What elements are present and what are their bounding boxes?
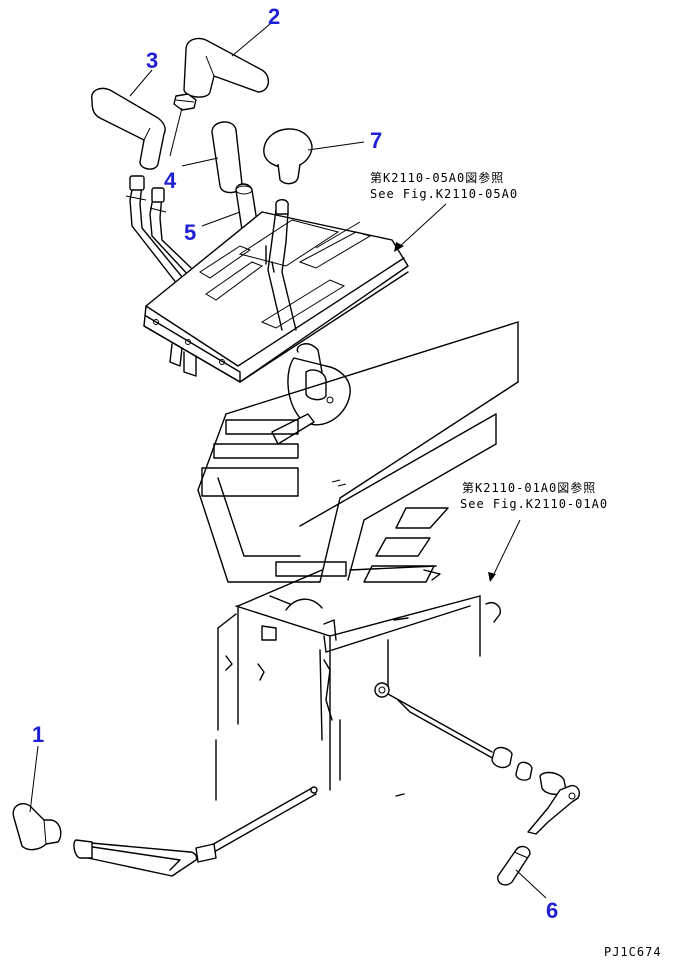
reference-notes: 第K2110-05A0図参照 See Fig.K2110-05A0 第K2110… — [370, 170, 608, 511]
callout-5[interactable]: 5 — [184, 220, 196, 245]
lower-frame — [215, 565, 501, 801]
reference-note-1-jp: 第K2110-05A0図参照 — [370, 170, 504, 185]
part-1-lever-knob[interactable] — [12, 802, 62, 851]
callout-6[interactable]: 6 — [546, 898, 558, 923]
drawing-code: PJ1C674 — [604, 945, 662, 959]
linkage-rod — [374, 682, 580, 835]
lower-lever-rod — [73, 786, 318, 877]
callout-7[interactable]: 7 — [370, 128, 382, 153]
callout-1[interactable]: 1 — [32, 722, 44, 747]
part-4-grip-sleeve[interactable] — [211, 121, 243, 194]
callout-3[interactable]: 3 — [146, 48, 158, 73]
callout-leaders — [29, 23, 547, 899]
part-3-bent-handle[interactable] — [91, 87, 166, 170]
reference-note-2-en: See Fig.K2110-01A0 — [460, 497, 608, 511]
part-2-bent-handle[interactable] — [183, 37, 269, 98]
console-cover — [143, 211, 409, 383]
callout-2[interactable]: 2 — [268, 4, 280, 29]
part-6-lever-grip[interactable] — [497, 845, 531, 886]
reference-note-1-en: See Fig.K2110-05A0 — [370, 187, 518, 201]
callout-labels: 2 3 4 5 7 1 6 — [32, 4, 558, 923]
reference-note-2-jp: 第K2110-01A0図参照 — [462, 480, 596, 495]
callout-4[interactable]: 4 — [164, 168, 177, 193]
part-7-knob[interactable] — [263, 128, 313, 185]
console-housing — [197, 321, 519, 583]
reference-arrows — [394, 203, 521, 582]
center-lever — [265, 199, 351, 445]
part-4-nut[interactable] — [173, 93, 197, 111]
